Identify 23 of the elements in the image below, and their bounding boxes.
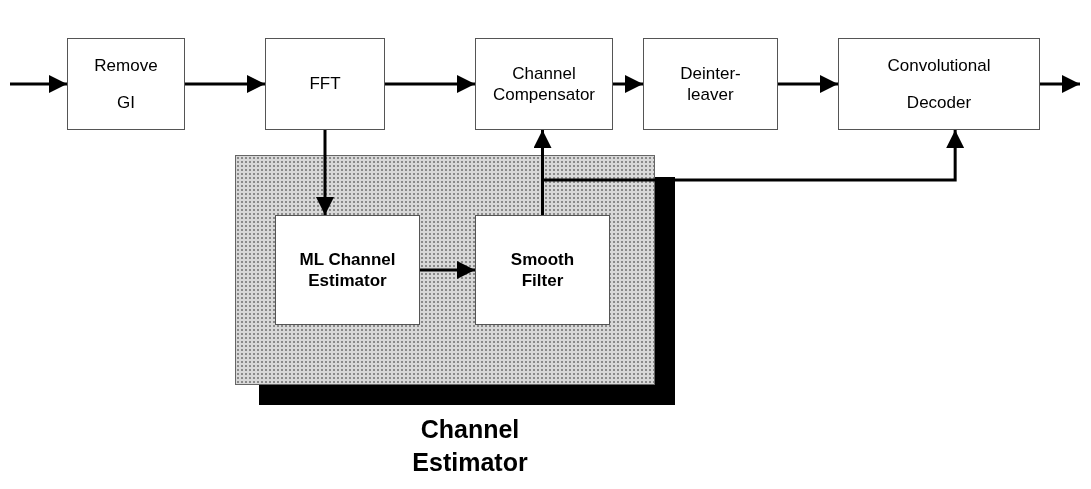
box-label: Deinter- leaver — [679, 62, 742, 106]
process-box — [475, 38, 613, 130]
process-box — [475, 215, 610, 325]
group-label: Channel Estimator — [411, 414, 529, 478]
box-label: Remove GI — [93, 54, 159, 114]
process-box — [275, 215, 420, 325]
box-label: Smooth Filter — [509, 248, 576, 292]
arrow — [778, 75, 838, 93]
arrow — [316, 130, 334, 215]
process-box — [265, 38, 385, 130]
process-box — [67, 38, 185, 130]
arrow — [185, 75, 265, 93]
box-label: Channel Compensator — [491, 62, 597, 106]
process-box — [643, 38, 778, 130]
box-label: ML Channel Estimator — [298, 248, 397, 292]
arrow — [10, 75, 67, 93]
arrow — [385, 75, 475, 93]
process-box — [838, 38, 1040, 130]
arrow — [1040, 75, 1080, 93]
arrow — [420, 261, 475, 279]
box-label: FFT — [309, 73, 341, 95]
arrow — [613, 75, 643, 93]
box-label: Convolutional Decoder — [886, 54, 992, 114]
